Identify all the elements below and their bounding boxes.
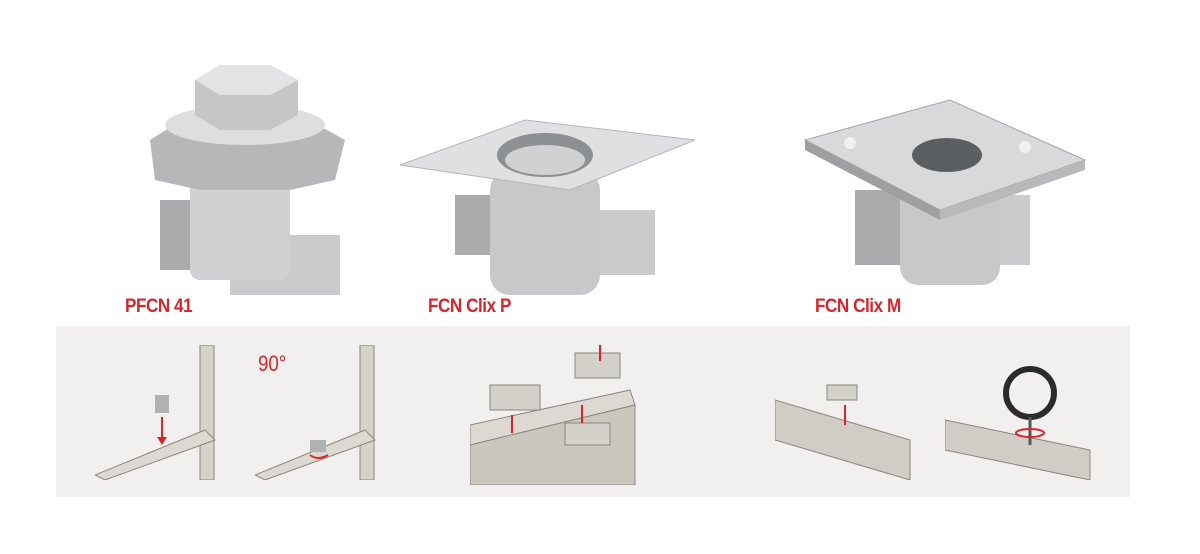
product-label-fcn-clix-p: FCN Clix P	[428, 296, 511, 317]
rotation-90-label: 90°	[258, 351, 287, 376]
product-label-fcn-clix-m: FCN Clix M	[815, 296, 901, 317]
pfcn41-product-image	[150, 65, 345, 295]
step-pfcn41-insert-illustration	[95, 345, 216, 480]
fcn-clix-p-product-image	[399, 119, 696, 295]
step-fcn-clix-m-pipe-clamp-illustration	[945, 366, 1091, 480]
product-label-pfcn41: PFCN 41	[125, 296, 193, 317]
step-fcn-clix-m-insert-illustration	[775, 384, 911, 480]
step-pfcn41-rotate-illustration	[255, 345, 376, 480]
fcn-clix-m-product-image	[803, 99, 1087, 285]
step-fcn-clix-p-illustration	[470, 345, 636, 485]
